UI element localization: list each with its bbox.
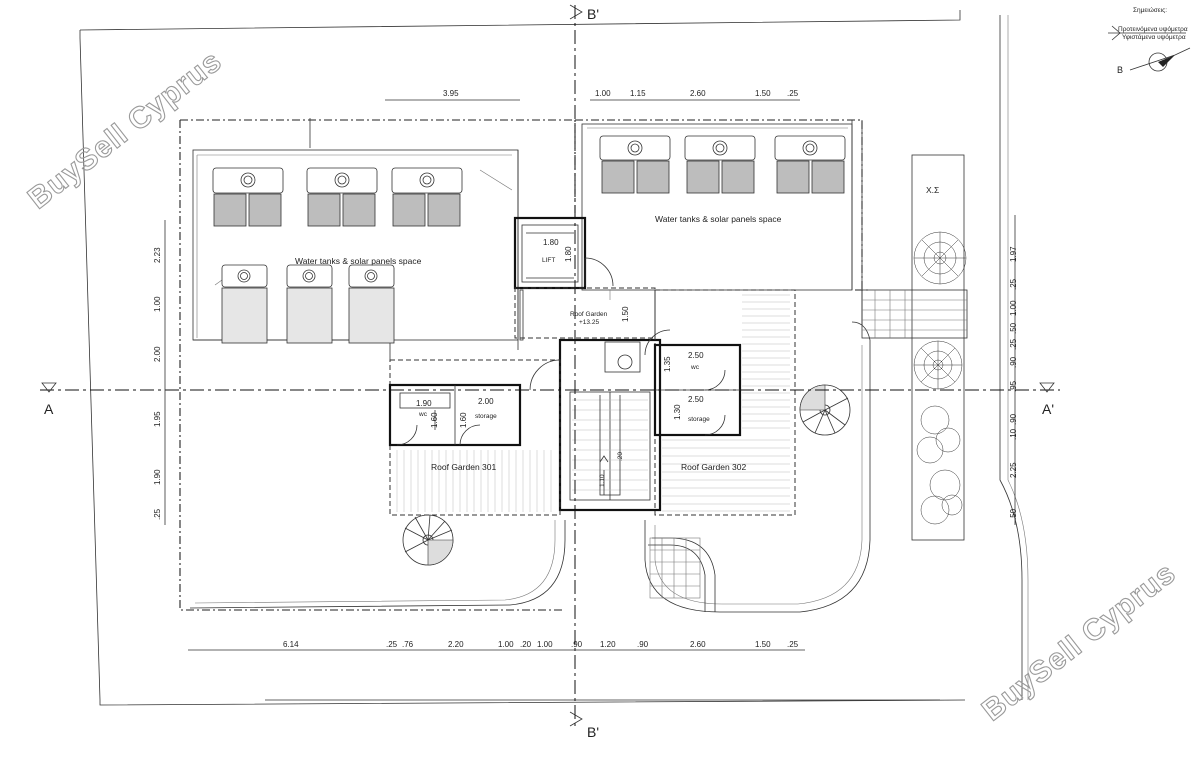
label-xs: Χ.Σ xyxy=(926,185,939,195)
dim-bottom-8: .90 xyxy=(571,640,583,649)
solar-panels-left-bottom xyxy=(221,264,395,344)
dim-right-11: .50 xyxy=(1009,508,1018,520)
label-wc-right: wc xyxy=(690,364,700,371)
dim-top-right-5: .25 xyxy=(787,89,799,98)
dim-bottom-5: 1.00 xyxy=(498,640,514,649)
dim-top-left: 3.95 xyxy=(443,89,459,98)
tree-2 xyxy=(913,340,963,390)
dim-left-4: 1.95 xyxy=(153,411,162,427)
label-storage-right: storage xyxy=(688,416,710,423)
dim-bottom-13: .25 xyxy=(787,640,799,649)
dim-wc-right-width: 2.50 xyxy=(688,351,704,360)
spiral-stair-right xyxy=(799,384,851,436)
dim-wc-left-width: 1.90 xyxy=(416,399,432,408)
roof-garden-301 xyxy=(388,359,561,516)
section-marker-b-top: B' xyxy=(587,6,599,22)
label-roof-garden-302: Roof Garden 302 xyxy=(681,462,746,472)
label-water-tanks-left: Water tanks & solar panels space xyxy=(295,256,422,266)
dimension-lines xyxy=(164,99,1016,651)
dim-bottom-1: 6.14 xyxy=(283,640,299,649)
dim-bottom-7: 1.00 xyxy=(537,640,553,649)
label-roof-garden: Roof Garden xyxy=(570,311,608,318)
tree-1 xyxy=(913,231,967,285)
label-roof-garden-301: Roof Garden 301 xyxy=(431,462,496,472)
dim-bottom-12: 1.50 xyxy=(755,640,771,649)
dim-right-8: .90 xyxy=(1009,413,1018,425)
legend-line-existing: Υφιστάμενα υψόμετρα xyxy=(1122,33,1186,41)
solar-panels-right xyxy=(599,135,846,194)
dim-storage-right-height: 1.30 xyxy=(673,404,682,420)
dim-lift-height: 1.80 xyxy=(564,246,573,262)
dim-corridor: 1.50 xyxy=(621,306,630,322)
label-water-tanks-right: Water tanks & solar panels space xyxy=(655,214,782,224)
legend-symbols xyxy=(1108,25,1191,72)
dim-wc-right-height: 1.35 xyxy=(663,356,672,372)
dim-right-7: .95 xyxy=(1009,380,1018,392)
spiral-stair-left xyxy=(402,514,454,566)
dim-bottom-4: 2.20 xyxy=(448,640,464,649)
section-axes xyxy=(40,4,1060,730)
curved-balconies xyxy=(189,321,871,613)
dim-right-9: .10 xyxy=(1009,428,1018,440)
deck-301 xyxy=(396,450,552,512)
dim-stair-b: 1.10 xyxy=(599,474,606,487)
dim-bottom-3: .76 xyxy=(402,640,414,649)
label-wc-left: wc xyxy=(418,411,428,418)
label-storage-left: storage xyxy=(475,413,497,420)
dim-left-6: .25 xyxy=(153,508,162,520)
dim-top-right-4: 1.50 xyxy=(755,89,771,98)
shrubs xyxy=(916,405,963,525)
dim-top-right-3: 2.60 xyxy=(690,89,706,98)
dim-right-10: 2.25 xyxy=(1009,462,1018,478)
north-label: B xyxy=(1117,65,1123,75)
dim-wc-left-height: 1.60 xyxy=(430,412,439,428)
tank-area-right xyxy=(581,123,853,300)
stair-treads xyxy=(572,399,648,491)
dim-bottom-11: 2.60 xyxy=(690,640,706,649)
deck-302 xyxy=(662,294,790,512)
dim-bottom-2: .25 xyxy=(386,640,398,649)
dim-bottom-10: .90 xyxy=(637,640,649,649)
dim-left-1: 2.23 xyxy=(153,247,162,263)
dim-lift-width: 1.80 xyxy=(543,238,559,247)
dim-right-3: 1.00 xyxy=(1009,300,1018,316)
label-roof-garden-level: +13.25 xyxy=(579,319,599,326)
section-marker-b-bottom: B' xyxy=(587,724,599,740)
plot-boundary xyxy=(79,10,1029,706)
dim-right-2: .25 xyxy=(1009,278,1018,290)
dim-left-2: 1.00 xyxy=(153,296,162,312)
dim-right-4: .50 xyxy=(1009,322,1018,334)
dim-right-5: .25 xyxy=(1009,338,1018,350)
dim-right-6: .90 xyxy=(1009,356,1018,368)
section-marker-a-right: A' xyxy=(1042,401,1054,417)
building-outline xyxy=(179,118,868,611)
label-lift: LIFT xyxy=(542,257,555,264)
dim-top-right-1: 1.00 xyxy=(595,89,611,98)
dim-storage-left-height: 1.60 xyxy=(459,412,468,428)
legend-line-proposed: Προτεινόμενα υψόμετρα xyxy=(1118,25,1188,33)
dim-top-right-2: 1.15 xyxy=(630,89,646,98)
dim-bottom-9: 1.20 xyxy=(600,640,616,649)
solar-panels-left-top xyxy=(212,167,463,227)
dim-right-1: 1.97 xyxy=(1009,246,1018,262)
dim-bottom-6: .20 xyxy=(520,640,532,649)
planting-strip xyxy=(861,154,968,541)
dim-left-3: 2.00 xyxy=(153,346,162,362)
dim-stair-a: .20 xyxy=(617,452,624,461)
watermark-bottom-right: BuySell Cyprus xyxy=(976,556,1182,727)
dim-storage-left-width: 2.00 xyxy=(478,397,494,406)
section-marker-a-left: A xyxy=(44,401,54,417)
legend-title: Σημειώσεις: xyxy=(1133,6,1167,14)
dim-storage-right-width: 2.50 xyxy=(688,395,704,404)
dim-left-5: 1.90 xyxy=(153,469,162,485)
